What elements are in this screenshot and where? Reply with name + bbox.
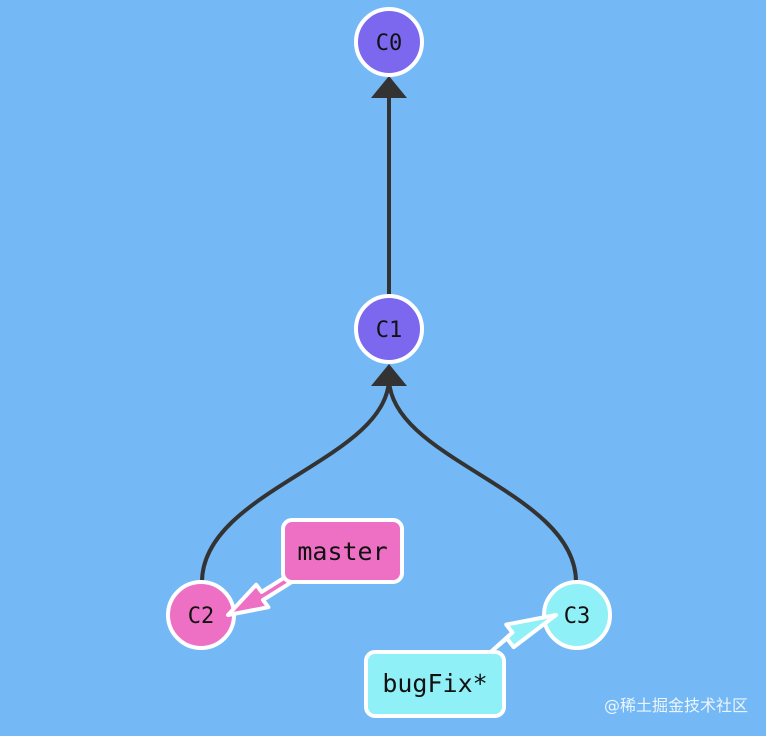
commit-node <box>542 580 612 650</box>
branch-label: bugFix* <box>382 669 487 698</box>
commit-c2[interactable]: C2 <box>166 580 236 650</box>
branch-tag <box>364 650 506 718</box>
edge-c3-c1 <box>387 377 578 583</box>
branch-label: master <box>297 537 387 566</box>
commit-label: C0 <box>376 31 403 56</box>
commit-label: C1 <box>376 318 403 343</box>
edge-c2-c1 <box>200 377 391 583</box>
commit-node <box>354 294 424 364</box>
commit-label: C3 <box>564 604 591 629</box>
arrowhead-c1 <box>371 364 407 386</box>
edges <box>200 92 578 583</box>
branch-master[interactable]: master <box>226 518 404 617</box>
commit-c3[interactable]: C3 <box>542 580 612 650</box>
watermark: @稀土掘金技术社区 <box>603 696 748 715</box>
commit-c0[interactable]: C0 <box>354 7 424 77</box>
commit-c1[interactable]: C1 <box>354 294 424 364</box>
branch-tag <box>281 518 404 584</box>
commit-node <box>354 7 424 77</box>
arrowhead-c0 <box>371 76 407 98</box>
branch-bugfix[interactable]: bugFix* <box>364 613 558 718</box>
commit-label: C2 <box>188 604 215 629</box>
branch-arrow <box>226 570 296 617</box>
